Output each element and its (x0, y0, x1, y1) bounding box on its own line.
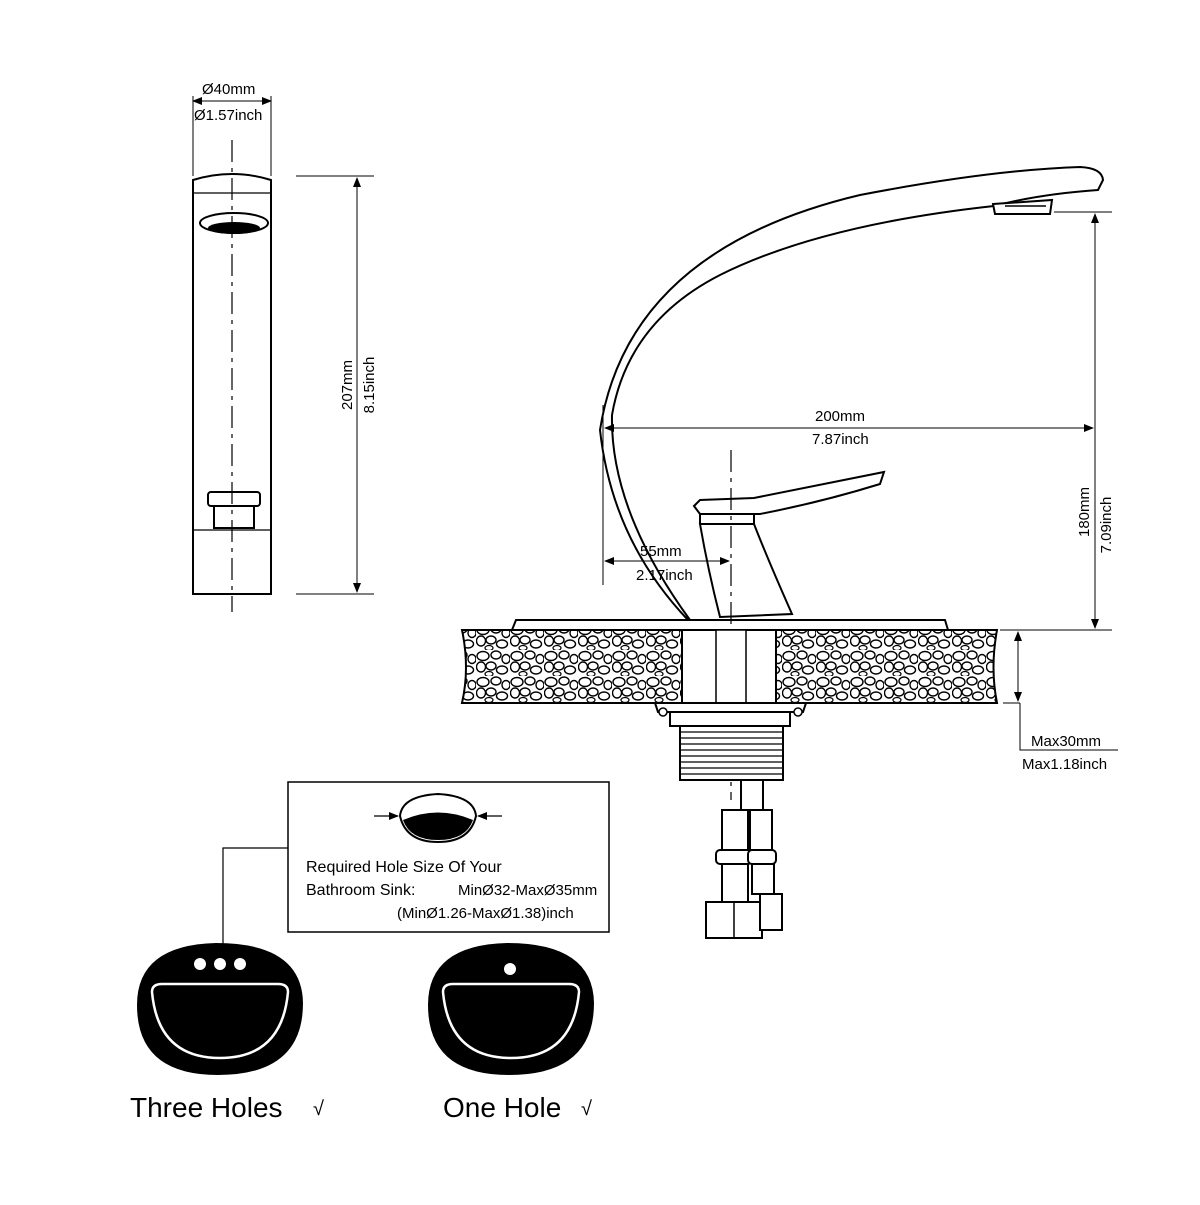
faucet-body (698, 523, 794, 619)
front-view (460, 165, 1105, 939)
side-width-inch: Ø1.57inch (194, 107, 262, 124)
supply-hoses (705, 779, 783, 939)
spout-aerator-icon (991, 198, 1054, 215)
side-height-mm: 207mm (339, 360, 356, 410)
side-height-inch: 8.15inch (361, 357, 378, 414)
hole-note-line2-value: MinØ32-MaxØ35mm (458, 882, 597, 899)
deck-max-inch: Max1.18inch (1022, 756, 1107, 773)
hole-note-line1: Required Hole Size Of Your (306, 859, 502, 876)
deck-max-mm: Max30mm (1031, 733, 1101, 750)
hole-size-note (222, 781, 610, 945)
side-cap-icon (207, 491, 261, 507)
three-holes-check-icon: √ (313, 1098, 324, 1120)
escutcheon-plate (510, 619, 950, 631)
spout-arc (598, 165, 1105, 621)
hole-note-line3: (MinØ1.26-MaxØ1.38)inch (397, 905, 574, 922)
spout-height-mm: 180mm (1076, 487, 1093, 537)
three-holes-label: Three Holes (130, 1092, 283, 1123)
sink-one-hole-icon (428, 943, 594, 1075)
side-view (192, 96, 374, 612)
one-hole-label: One Hole (443, 1092, 561, 1123)
one-hole-check-icon: √ (581, 1098, 592, 1120)
threaded-shank (679, 725, 784, 781)
reach-mm: 200mm (815, 408, 865, 425)
hole-note-line2-prefix: Bathroom Sink: (306, 882, 415, 899)
side-width-mm: Ø40mm (202, 81, 255, 98)
spout-height-inch: 7.09inch (1098, 497, 1115, 554)
mounting-plate (653, 702, 808, 713)
handle-lever (692, 470, 886, 515)
handle-mm: 55mm (640, 543, 682, 560)
handle-inch: 2.17inch (636, 567, 693, 584)
sink-three-holes-icon (137, 943, 303, 1075)
reach-inch: 7.87inch (812, 431, 869, 448)
